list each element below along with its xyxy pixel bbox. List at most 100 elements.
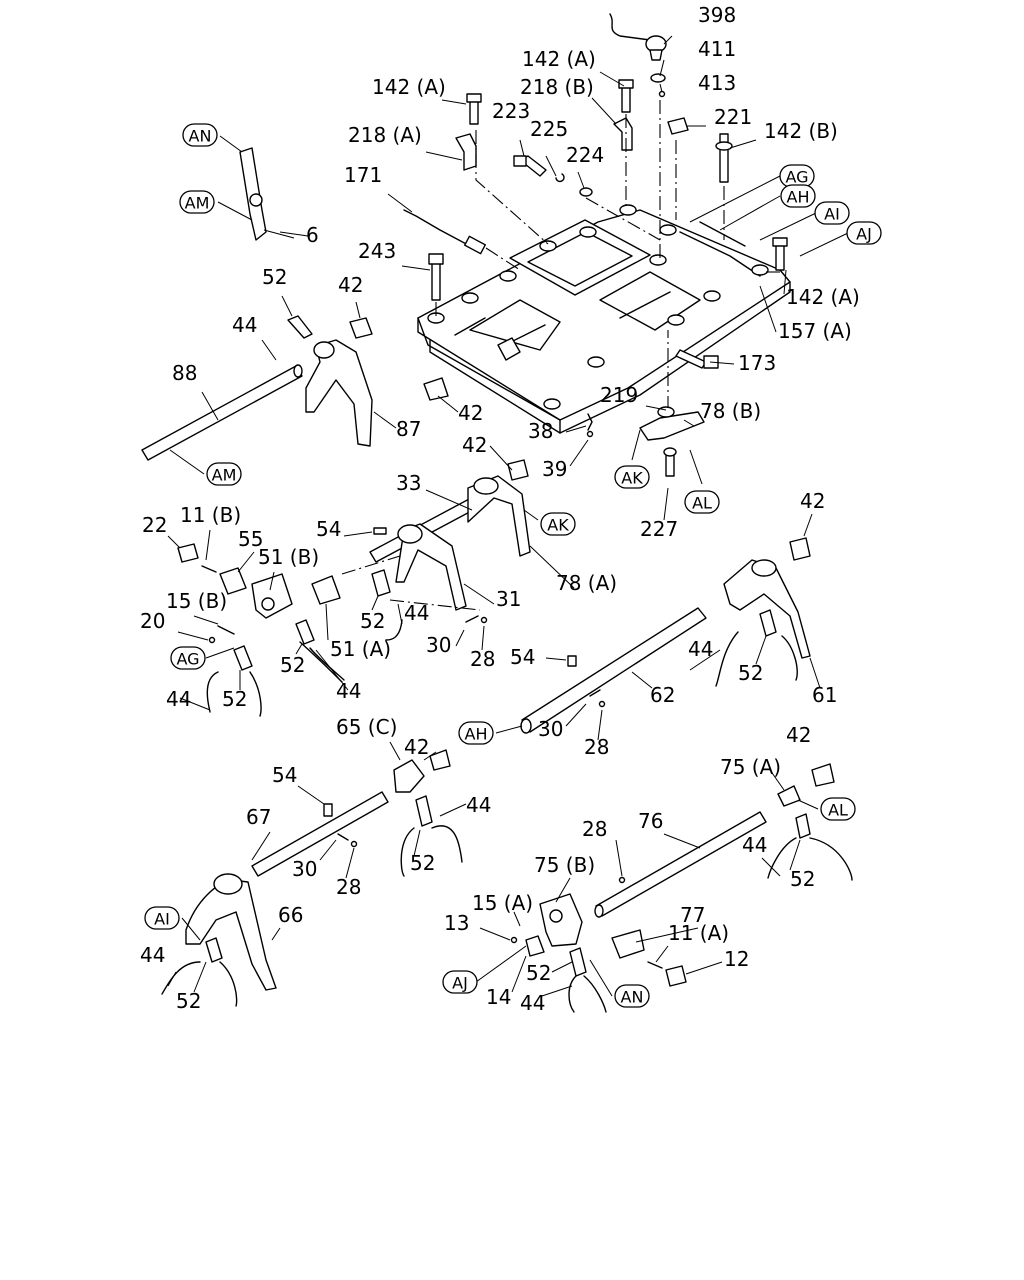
- leader-line: [217, 201, 253, 221]
- callout-tag-outline: [814, 201, 850, 225]
- leader-line: [179, 697, 211, 711]
- callout-tag-outline: [206, 462, 242, 486]
- callout-tag-outline: [442, 970, 478, 994]
- leader-line: [663, 487, 669, 521]
- leader-line: [495, 725, 523, 734]
- callout-tag: AN: [182, 123, 218, 147]
- leader-line: [663, 833, 701, 849]
- part-number-label: 6: [306, 223, 319, 247]
- leader-line: [545, 657, 567, 661]
- part-number-label: 87: [396, 417, 421, 441]
- leader-line: [413, 829, 421, 857]
- leader-line: [597, 709, 603, 741]
- leader-line: [261, 339, 277, 361]
- leader-line: [315, 649, 349, 691]
- callout-tag-outline: [170, 646, 206, 670]
- leader-line: [645, 405, 667, 411]
- leader-line: [297, 785, 325, 805]
- leader-line: [181, 917, 201, 941]
- leader-line: [689, 649, 721, 671]
- leader-line: [397, 603, 403, 625]
- leader-line: [519, 139, 525, 157]
- callout-tag: AN: [614, 984, 650, 1008]
- part-number-label: 15 (A): [472, 891, 533, 915]
- leader-line: [251, 831, 271, 861]
- cover-plate: [417, 204, 791, 434]
- leader-line: [555, 877, 571, 903]
- leader-line: [193, 615, 219, 625]
- part-number-label: 142 (A): [372, 75, 446, 99]
- part-number-label: 30: [292, 857, 317, 881]
- leader-line: [373, 411, 397, 429]
- leader-line: [437, 395, 459, 413]
- part-number-label: 227: [640, 517, 678, 541]
- leader-line: [425, 151, 463, 161]
- leader-line: [167, 535, 181, 549]
- part-number-label: 221: [714, 105, 752, 129]
- callout-tag-text: AK: [547, 516, 569, 535]
- leader-line: [423, 751, 437, 761]
- leader-line: [237, 551, 255, 573]
- leader-line: [201, 391, 219, 421]
- part-number-label: 52: [410, 851, 435, 875]
- leader-line: [659, 83, 663, 93]
- leader-line: [455, 629, 465, 647]
- callout-tag-text: AK: [621, 469, 643, 488]
- part-number-label: 33: [396, 471, 421, 495]
- leader-line: [683, 419, 695, 427]
- leader-line: [439, 803, 467, 817]
- leader-line: [655, 945, 669, 963]
- leader-line: [167, 971, 177, 987]
- part-number-label: 52: [360, 609, 385, 633]
- part-number-label: 44: [232, 313, 257, 337]
- leader-line: [169, 449, 205, 475]
- part-number-label: 142 (A): [786, 285, 860, 309]
- leader-line: [599, 71, 625, 87]
- leader-line: [345, 847, 355, 879]
- leader-line: [343, 531, 373, 537]
- part-number-label: 51 (A): [330, 637, 391, 661]
- leader-line: [809, 657, 821, 689]
- leader-line: [177, 631, 209, 641]
- leader-line: [709, 361, 735, 365]
- leader-line: [325, 603, 329, 641]
- leader-line: [797, 799, 819, 810]
- callout-tag: AH: [458, 721, 494, 745]
- leader-line: [565, 425, 587, 433]
- part-number-label: 54: [316, 517, 341, 541]
- leader-line: [545, 155, 557, 177]
- leader-line: [219, 135, 243, 153]
- leader-line: [659, 59, 665, 77]
- part-number-label: 54: [272, 763, 297, 787]
- part-number-label: 42: [800, 489, 825, 513]
- callout-tag-text: AI: [824, 205, 840, 224]
- leader-line: [441, 99, 467, 105]
- leader-line: [475, 945, 527, 983]
- part-number-label: 218 (A): [348, 123, 422, 147]
- leader-line: [387, 193, 413, 213]
- part-number-label: 52: [526, 961, 551, 985]
- leader-line: [689, 449, 703, 485]
- part-number-label: 44: [140, 943, 165, 967]
- part-number-label: 413: [698, 71, 736, 95]
- leader-line: [615, 839, 623, 877]
- callout-tag-outline: [144, 906, 180, 930]
- part-number-label: 14: [486, 985, 511, 1009]
- part-number-label: 78 (B): [700, 399, 761, 423]
- leader-line: [319, 839, 337, 861]
- leader-line: [271, 927, 281, 941]
- part-number-label: 42: [404, 735, 429, 759]
- part-number-label: 39: [542, 457, 567, 481]
- leader-line: [205, 529, 211, 561]
- leader-line: [577, 171, 585, 189]
- leader-line: [463, 583, 495, 605]
- callout-tag-text: AH: [465, 725, 488, 744]
- part-number-label: 42: [458, 401, 483, 425]
- leader-line: [719, 195, 781, 231]
- callout-tag: AK: [540, 512, 576, 536]
- part-number-label: 77: [680, 903, 705, 927]
- part-number-label: 52: [262, 265, 287, 289]
- callout-tag-outline: [684, 490, 720, 514]
- part-number-label: 52: [176, 989, 201, 1013]
